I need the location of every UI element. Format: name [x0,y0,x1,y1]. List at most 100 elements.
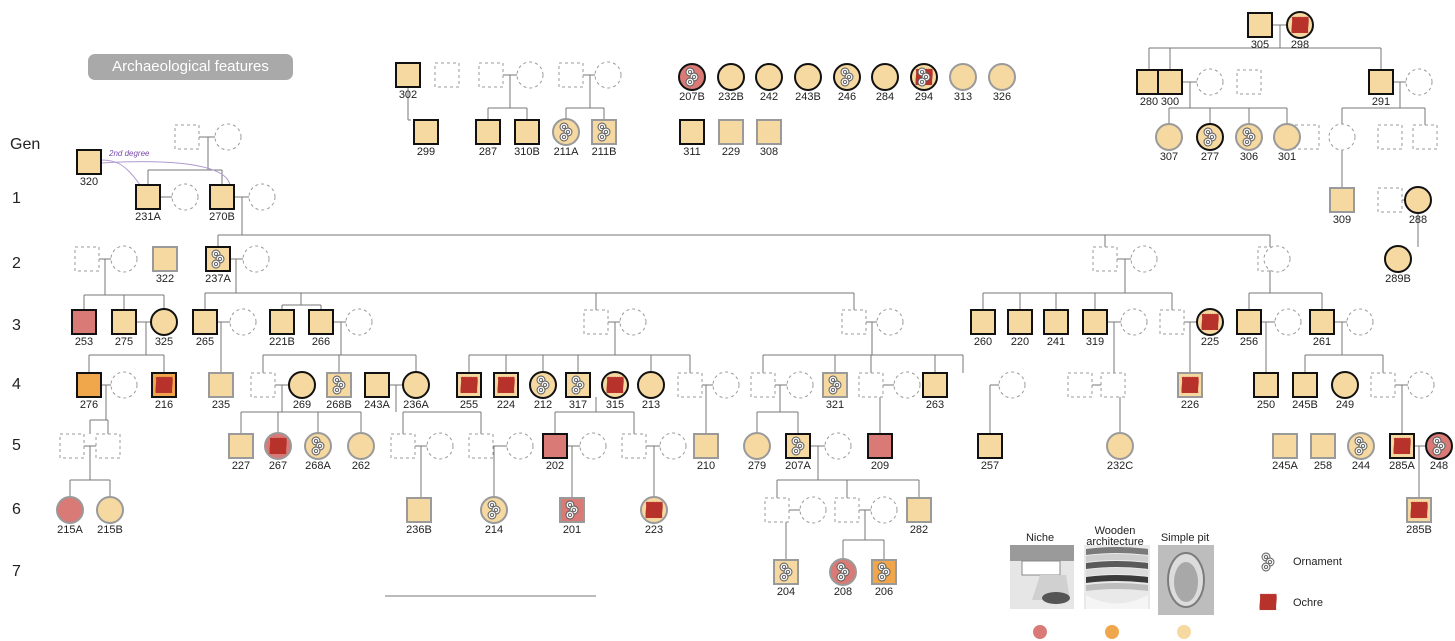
unsampled-square [1159,309,1185,335]
ochre-stroke [611,376,615,394]
ornament-bead-hole [839,575,844,580]
individual-label: 287 [479,146,497,158]
ornament-bead-hole [1264,555,1269,560]
individual-square [76,372,102,398]
unsampled-square [621,433,647,459]
ornament-bead [840,77,850,87]
ochre-stroke [617,376,621,394]
ornament-bead-hole [883,569,889,575]
individual-313: 313 [949,63,977,103]
ochre-icon [460,376,478,394]
niche-image-band [1010,545,1074,561]
ornament-bead-hole [562,125,567,130]
ochre-stroke [1410,501,1414,519]
ornament-bead-hole [1438,443,1444,449]
ornament-icon [1203,127,1217,147]
ochre-stroke [155,376,159,394]
unsampled-square [1067,372,1093,398]
individual-square [406,497,432,523]
ochre-stroke [615,376,619,394]
individual-square [970,309,996,335]
unsampled-square [764,497,790,523]
individual-square [1368,69,1394,95]
unsampled-circle [619,308,647,336]
ochre-stroke [1181,376,1185,394]
ochre-stroke [645,501,649,519]
individual-label: 260 [974,336,992,348]
unsampled-circle [242,245,270,273]
niche-image-pit [1042,592,1070,604]
ochre-stroke [649,501,652,519]
unsampled-circle [1405,68,1433,96]
individual-circle [755,63,783,91]
ochre-stroke [510,376,513,394]
ornament-bead-hole [317,443,323,449]
individual-circle [1404,186,1432,214]
individual-square [308,309,334,335]
individual-circle [1384,245,1412,273]
individual-label: 285A [1389,460,1415,472]
ornament-bead-hole [831,388,836,393]
individual-square [1007,309,1033,335]
ornament-bead [685,77,695,87]
individual-label: 321 [826,399,844,411]
ochre-stroke [1186,376,1190,394]
ornament-bead-hole [314,449,319,454]
ornament-bead-hole [603,129,609,135]
individual-label: 215B [97,524,123,536]
ochre-stroke [162,376,166,394]
ornament-bead-hole [794,439,799,444]
unsampled-square [74,246,100,272]
ornament-icon [877,562,891,582]
ochre-icon [1201,313,1219,331]
individual-label: 211B [592,146,617,158]
individual-square [756,119,782,145]
ornament-bead-hole [1360,443,1366,449]
individual-label: 309 [1333,214,1351,226]
ochre-icon [1410,501,1428,519]
ochre-stroke [915,68,919,86]
individual-266: 266 [308,309,334,348]
individual-label: 267 [269,460,287,472]
ornament-bead-hole [920,70,925,75]
ornament-bead [1242,137,1252,147]
individual-220: 220 [1007,309,1033,348]
ornament-icon [211,249,225,269]
individual-label: 245B [1292,399,1318,411]
unsampled-square [390,433,416,459]
ornament-bead-hole [335,378,340,383]
individual-square [1292,372,1318,398]
ochre-stroke [610,376,613,394]
ochre-stroke [1212,313,1216,331]
individual-label: 277 [1201,151,1219,163]
legend-ornament-label: Ornament [1293,556,1342,568]
ornament-icon [597,122,611,142]
ornament-bead-hole [688,80,693,85]
ochre-stroke [1295,16,1298,34]
wooden-image-base [1086,595,1148,609]
ochre-stroke [1393,437,1397,455]
ornament-bead [559,132,569,142]
gen-header: Gen [10,136,41,153]
individual-label: 319 [1086,336,1104,348]
ochre-stroke [1190,376,1194,394]
unsampled-circle [1328,123,1356,151]
legend-ochre-label: Ochre [1293,597,1323,609]
individual-253: 253 [71,309,97,348]
individual-label: 207A [785,460,811,472]
unsampled-square [1370,372,1396,398]
ornament-bead-hole [214,252,219,257]
unsampled-square [677,372,703,398]
niche-image-cut [1021,560,1061,576]
individual-square [679,119,705,145]
ornament-bead-hole [1206,140,1211,145]
individual-square [1253,372,1279,398]
ornament-icon [685,67,699,87]
ochre-icon [1181,376,1199,394]
ochre-stroke [271,437,275,455]
ornament-bead [828,385,838,395]
unsampled-circle [1196,68,1224,96]
wooden-image-layer [1086,554,1148,562]
individual-308: 308 [756,119,782,158]
ochre-icon [645,501,663,519]
